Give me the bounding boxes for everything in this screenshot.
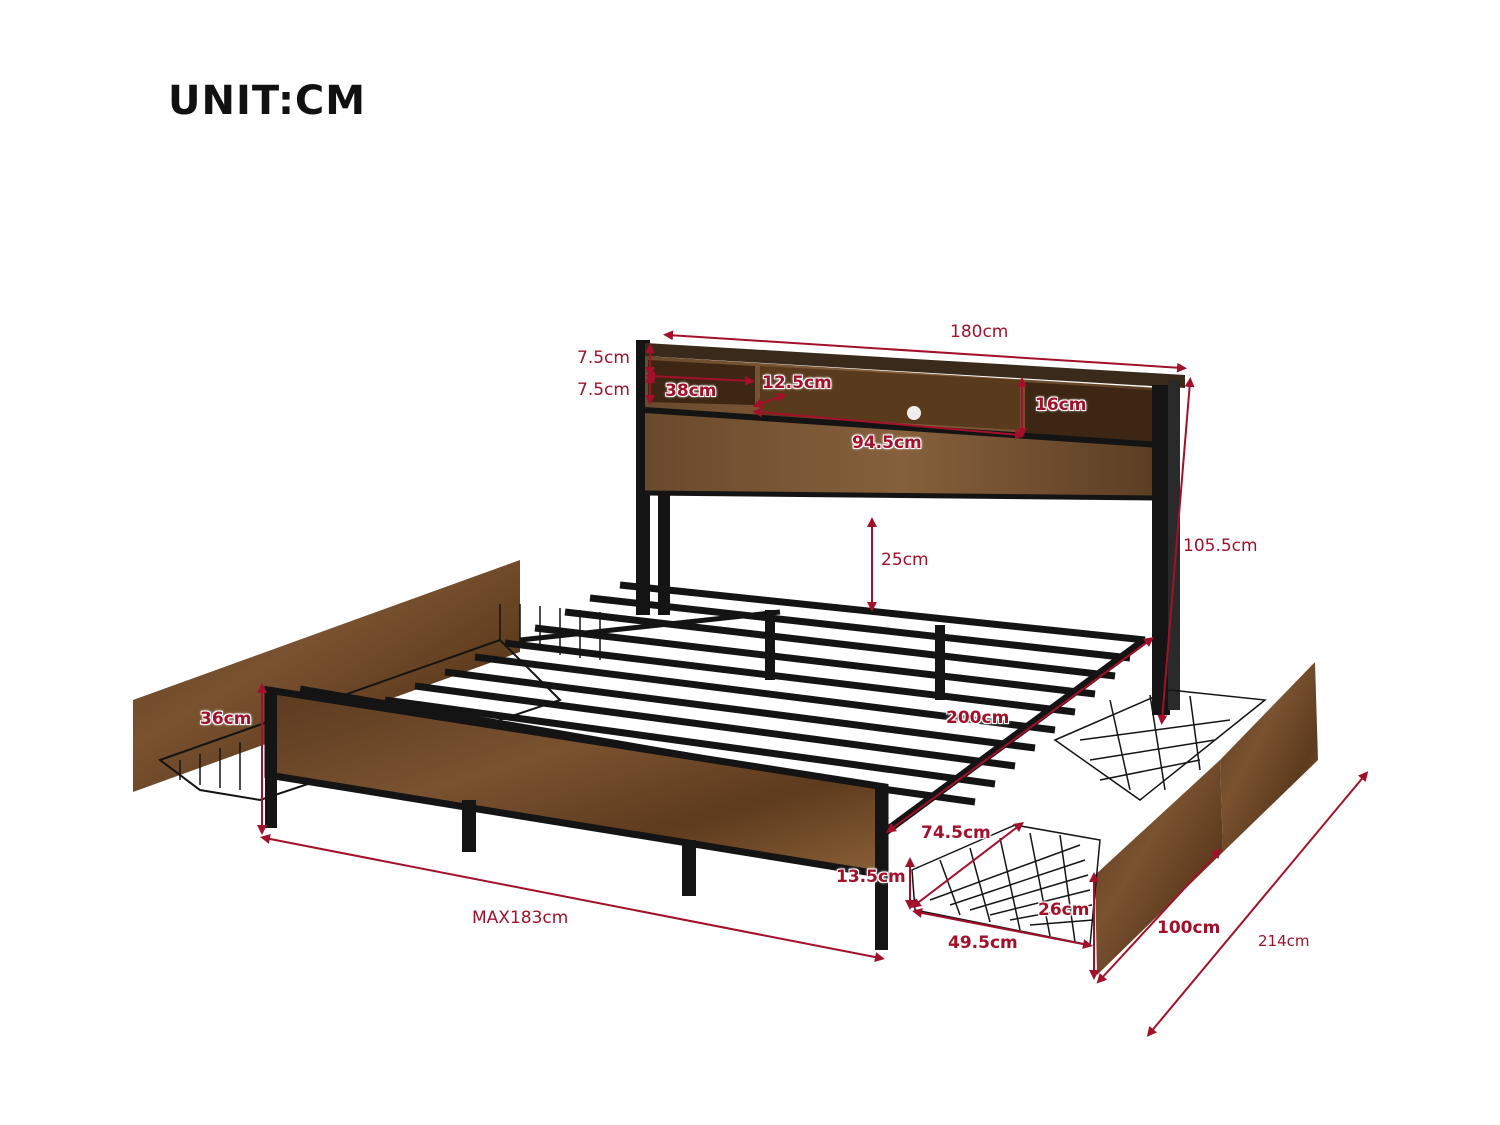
dim-drawer-front-height: 26cm bbox=[1038, 900, 1090, 920]
dim-center-shelf-height: 16cm bbox=[1035, 395, 1087, 415]
dim-drawer-length: 74.5cm bbox=[921, 823, 991, 843]
dim-footboard-height: 36cm bbox=[200, 709, 252, 729]
dim-side-shelf-width: 38cm bbox=[665, 381, 717, 401]
dim-shelf-bottom-height: 7.5cm bbox=[577, 380, 630, 400]
headboard bbox=[636, 340, 1185, 715]
dimension-lines bbox=[257, 330, 1369, 1037]
dim-headboard-width: 180cm bbox=[950, 322, 1009, 342]
dim-under-headboard-clearance: 25cm bbox=[881, 550, 929, 570]
unit-title: UNIT:CM bbox=[168, 78, 367, 124]
dim-drawer-front-length: 100cm bbox=[1157, 918, 1221, 938]
dim-bed-width: MAX183cm bbox=[472, 908, 569, 928]
dim-bed-length: 200cm bbox=[946, 708, 1010, 728]
dim-shelf-depth: 12.5cm bbox=[762, 373, 832, 393]
dim-center-shelf-width: 94.5cm bbox=[852, 433, 922, 453]
dim-drawer-width: 49.5cm bbox=[948, 933, 1018, 953]
dim-total-height: 105.5cm bbox=[1183, 536, 1258, 556]
dim-drawer-basket-height: 13.5cm bbox=[836, 867, 906, 887]
dim-shelf-top-height: 7.5cm bbox=[577, 348, 630, 368]
dim-total-length: 214cm bbox=[1258, 932, 1310, 950]
